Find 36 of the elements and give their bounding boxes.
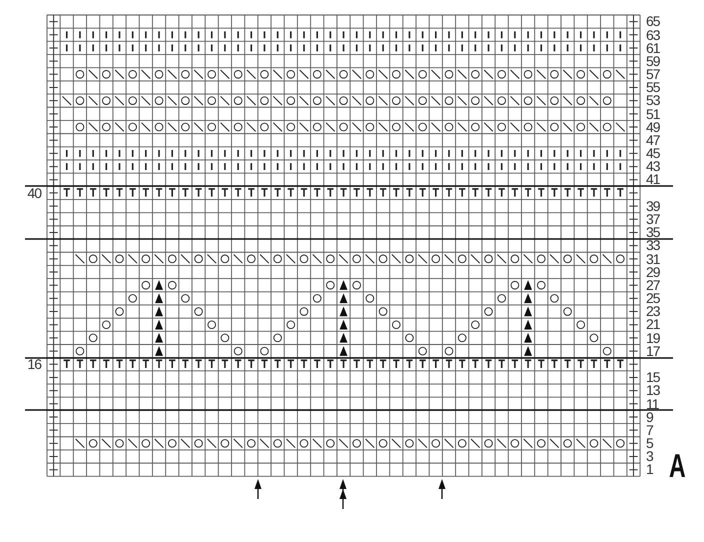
row-number: 9 (646, 410, 653, 424)
row-number: 11 (646, 398, 659, 410)
row-number: 1 (646, 463, 653, 476)
row-number: 7 (646, 424, 653, 437)
row-number: 37 (646, 213, 660, 226)
row-number: 49 (646, 120, 660, 134)
row-number: 19 (646, 332, 660, 345)
row-number: 16 (27, 358, 41, 371)
row-number: 63 (646, 28, 660, 42)
row-number: 29 (646, 266, 660, 279)
row-number: 47 (646, 134, 660, 147)
chart-label: A (669, 449, 686, 482)
row-number: 15 (646, 371, 660, 384)
row-number: 3 (646, 450, 653, 464)
row-number: 41 (646, 173, 660, 186)
row-number: 35 (646, 226, 660, 240)
row-number: 59 (646, 54, 660, 68)
row-number: 65 (646, 15, 660, 28)
row-number: 13 (646, 384, 660, 398)
row-number: 53 (646, 94, 660, 108)
row-number: 45 (646, 147, 660, 160)
row-number: 23 (646, 305, 660, 318)
row-number: 33 (646, 239, 660, 252)
row-number: 51 (646, 108, 660, 120)
row-number: 43 (646, 160, 660, 174)
row-number: 27 (646, 278, 660, 292)
row-number: 57 (646, 68, 660, 81)
row-number: 39 (646, 200, 660, 213)
row-number: 61 (646, 42, 660, 55)
row-number: 55 (646, 81, 660, 94)
row-number: 40 (27, 186, 41, 200)
row-number: 5 (646, 437, 653, 450)
row-number: 31 (646, 252, 660, 266)
row-number: 25 (646, 292, 660, 306)
row-number: 17 (646, 344, 660, 358)
row-number: 21 (646, 318, 660, 332)
